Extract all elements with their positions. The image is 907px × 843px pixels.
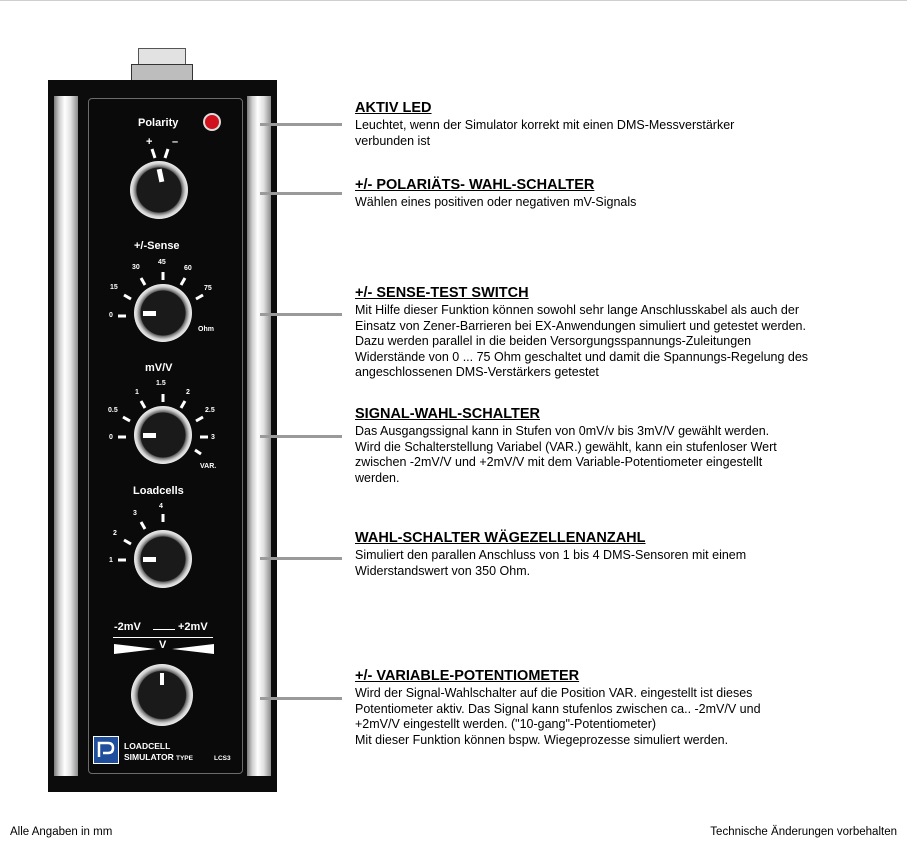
leader-sense <box>260 313 342 316</box>
desc-line: Mit dieser Funktion können bspw. Wiegepr… <box>355 732 729 747</box>
mvv-tick-05: 0.5 <box>108 407 118 414</box>
mvv-ticks <box>118 394 208 456</box>
desc-title: +/- POLARIÄTS- WAHL-SCHALTER <box>355 177 595 193</box>
brand-line2: SIMULATOR <box>124 752 174 762</box>
desc-line: Widerstände von 0 ... 75 Ohm geschaltet … <box>355 349 809 364</box>
loadcells-tick-3: 3 <box>133 510 137 517</box>
pot-range-line <box>113 637 213 638</box>
polarity-ticks <box>150 148 170 159</box>
pot-minus-label: -2mV <box>114 621 141 633</box>
leader-polarity <box>260 192 342 195</box>
sense-test-switch-knob[interactable] <box>134 284 192 342</box>
mvv-tick-0: 0 <box>109 434 113 441</box>
brand-logo-icon <box>93 736 119 764</box>
variable-potentiometer-knob[interactable] <box>131 664 193 726</box>
desc-sense-test-switch: +/- SENSE-TEST SWITCH Mit Hilfe dieser F… <box>355 285 900 381</box>
type-label: TYPE <box>176 755 193 762</box>
desc-line: Wird die Schalterstellung Variabel (VAR.… <box>355 439 777 454</box>
mvv-tick-25: 2.5 <box>205 407 215 414</box>
desc-line: Leuchtet, wenn der Simulator korrekt mit… <box>355 118 735 132</box>
leader-potentiometer <box>260 697 342 700</box>
brand-line1: LOADCELL <box>124 741 171 751</box>
sense-tick-45: 45 <box>158 259 166 266</box>
sense-label: +/-Sense <box>134 240 180 252</box>
desc-line: Das Ausgangssignal kann in Stufen von 0m… <box>355 424 770 438</box>
desc-title: +/- SENSE-TEST SWITCH <box>355 285 529 301</box>
mvv-label: mV/V <box>145 362 173 374</box>
leader-signal <box>260 435 342 438</box>
desc-title: SIGNAL-WAHL-SCHALTER <box>355 406 540 422</box>
desc-line: angeschlossenen DMS-Verstärkers getestet <box>355 365 599 379</box>
pot-v-label: V <box>159 639 167 651</box>
sense-tick-75: 75 <box>204 285 212 292</box>
desc-loadcell-count-switch: WAHL-SCHALTER WÄGEZELLENANZAHL Simuliert… <box>355 530 900 579</box>
desc-line: Mit Hilfe dieser Funktion können sowohl … <box>355 303 799 317</box>
leader-led <box>260 123 342 126</box>
sense-tick-30: 30 <box>132 264 140 271</box>
loadcells-label: Loadcells <box>133 485 184 497</box>
sense-tick-15: 15 <box>110 284 118 291</box>
mvv-tick-var: VAR. <box>200 463 217 470</box>
sense-unit: Ohm <box>198 326 214 333</box>
loadcells-tick-2: 2 <box>113 530 117 537</box>
sense-tick-60: 60 <box>184 265 192 272</box>
desc-line: verbunden ist <box>355 133 431 148</box>
aktiv-led <box>203 113 221 131</box>
loadcells-ticks <box>118 514 165 562</box>
desc-line: Einsatz von Zener-Barrieren bei EX-Anwen… <box>355 318 806 333</box>
desc-line: Wählen eines positiven oder negativen mV… <box>355 195 637 209</box>
desc-polarity-switch: +/- POLARIÄTS- WAHL-SCHALTER Wählen eine… <box>355 177 900 211</box>
pot-range-dash <box>153 629 175 630</box>
desc-aktiv-led: AKTIV LED Leuchtet, wenn der Simulator k… <box>355 100 900 149</box>
desc-title: WAHL-SCHALTER WÄGEZELLENANZAHL <box>355 530 646 546</box>
desc-line: Widerstandswert von 350 Ohm. <box>355 563 531 578</box>
desc-line: zwischen -2mV/V und +2mV/V mit dem Varia… <box>355 455 763 469</box>
loadcells-tick-4: 4 <box>159 503 163 510</box>
footer-left-note: Alle Angaben in mm <box>10 826 113 838</box>
desc-title: +/- VARIABLE-POTENTIOMETER <box>355 668 580 684</box>
desc-line: Simuliert den parallen Anschluss von 1 b… <box>355 548 747 562</box>
footer-right-note: Technische Änderungen vorbehalten <box>710 826 897 838</box>
mvv-tick-15: 1.5 <box>156 380 166 387</box>
type-value: LCS3 <box>214 755 231 762</box>
desc-line: Wird der Signal-Wahlschalter auf die Pos… <box>355 686 753 700</box>
desc-line: Potentiometer aktiv. Das Signal kann stu… <box>355 701 761 716</box>
pot-plus-label: +2mV <box>178 621 208 633</box>
loadcell-count-switch-knob[interactable] <box>134 530 192 588</box>
left-rail <box>54 96 78 776</box>
desc-variable-potentiometer: +/- VARIABLE-POTENTIOMETER Wird der Sign… <box>355 668 900 748</box>
leader-loadcells <box>260 557 342 560</box>
desc-signal-select-switch: SIGNAL-WAHL-SCHALTER Das Ausgangssignal … <box>355 406 900 486</box>
desc-line: werden. <box>355 470 400 485</box>
mvv-tick-1: 1 <box>135 389 139 396</box>
mvv-tick-2: 2 <box>186 389 190 396</box>
top-divider <box>0 0 907 1</box>
polarity-plus-label: + <box>146 136 153 148</box>
desc-line: +2mV/V eingestellt werden. ("10-gang"-Po… <box>355 717 657 731</box>
connector-cap <box>138 48 186 65</box>
polarity-minus-label: – <box>172 136 179 148</box>
signal-select-switch-knob[interactable] <box>134 406 192 464</box>
mvv-tick-3: 3 <box>211 434 215 441</box>
loadcells-tick-1: 1 <box>109 557 113 564</box>
polarity-label: Polarity <box>138 117 179 129</box>
pot-direction-wedges <box>114 644 214 654</box>
sense-ticks <box>118 272 204 318</box>
desc-line: Dazu werden parallel in die beiden Verso… <box>355 334 752 348</box>
sense-tick-0: 0 <box>109 312 113 319</box>
desc-title: AKTIV LED <box>355 100 432 116</box>
polarity-switch-knob[interactable] <box>130 161 188 219</box>
